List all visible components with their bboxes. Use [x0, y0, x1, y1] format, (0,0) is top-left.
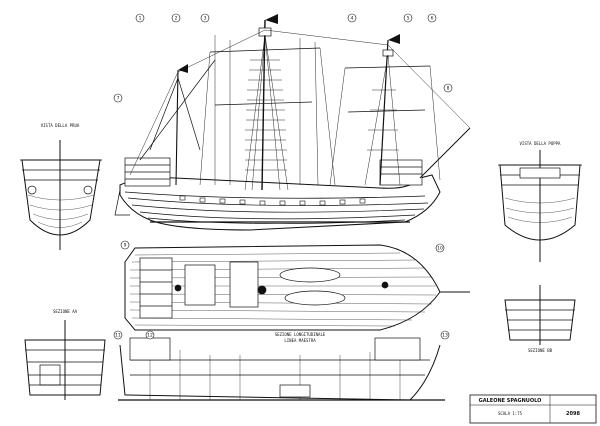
svg-text:8: 8 [447, 86, 450, 92]
plan-number: 2098 [566, 411, 580, 417]
svg-text:3: 3 [204, 16, 207, 22]
label-master-line: LINEA MAESTRA [284, 338, 316, 343]
callout-bubble: 4 [347, 13, 357, 23]
callouts: 1 2 3 4 5 6 7 8 9 10 11 12 13 [113, 13, 453, 340]
section-aa [24, 320, 106, 400]
label-section-bb: SEZIONE BB [528, 348, 553, 353]
callout-bubble: 8 [443, 83, 453, 93]
side-elevation [114, 14, 471, 231]
svg-text:10: 10 [437, 246, 443, 252]
callout-bubble: 2 [171, 13, 181, 23]
svg-text:13: 13 [442, 333, 448, 339]
svg-text:5: 5 [407, 16, 410, 22]
plan-scale: SCALA 1:75 [498, 411, 523, 416]
callout-bubble: 13 [440, 330, 450, 340]
svg-text:4: 4 [351, 16, 354, 22]
svg-text:1: 1 [139, 16, 142, 22]
title-block: GALEONE SPAGNUOLO 2098 SCALA 1:75 [469, 394, 597, 424]
svg-text:6: 6 [431, 16, 434, 22]
callout-bubble: 1 [135, 13, 145, 23]
plan-title: GALEONE SPAGNUOLO [479, 398, 542, 404]
section-bb [504, 285, 576, 345]
svg-text:9: 9 [124, 243, 127, 249]
longitudinal-section [118, 337, 445, 401]
callout-bubble: 6 [427, 13, 437, 23]
callout-bubble: 9 [120, 240, 130, 250]
svg-text:2: 2 [175, 16, 178, 22]
deck-plan [124, 244, 470, 331]
label-stern-view: VISTA DELLA POPPA [520, 141, 562, 146]
callout-bubble: 3 [200, 13, 210, 23]
svg-text:7: 7 [117, 96, 120, 102]
gun-ports [179, 195, 366, 206]
callout-bubble: 7 [113, 93, 123, 103]
callout-bubble: 12 [145, 330, 155, 340]
svg-text:12: 12 [147, 333, 153, 339]
callout-bubble: 11 [113, 330, 123, 340]
svg-text:11: 11 [115, 333, 121, 339]
label-section-aa: SEZIONE AA [53, 309, 78, 314]
label-bow-view: VISTA DELLA PRUA [41, 123, 80, 128]
callout-bubble: 10 [435, 243, 445, 253]
callout-bubble: 5 [403, 13, 413, 23]
stern-view [498, 150, 582, 262]
label-longitudinal-section: SEZIONE LONGITUDINALE [275, 332, 326, 337]
bow-view [20, 140, 102, 250]
